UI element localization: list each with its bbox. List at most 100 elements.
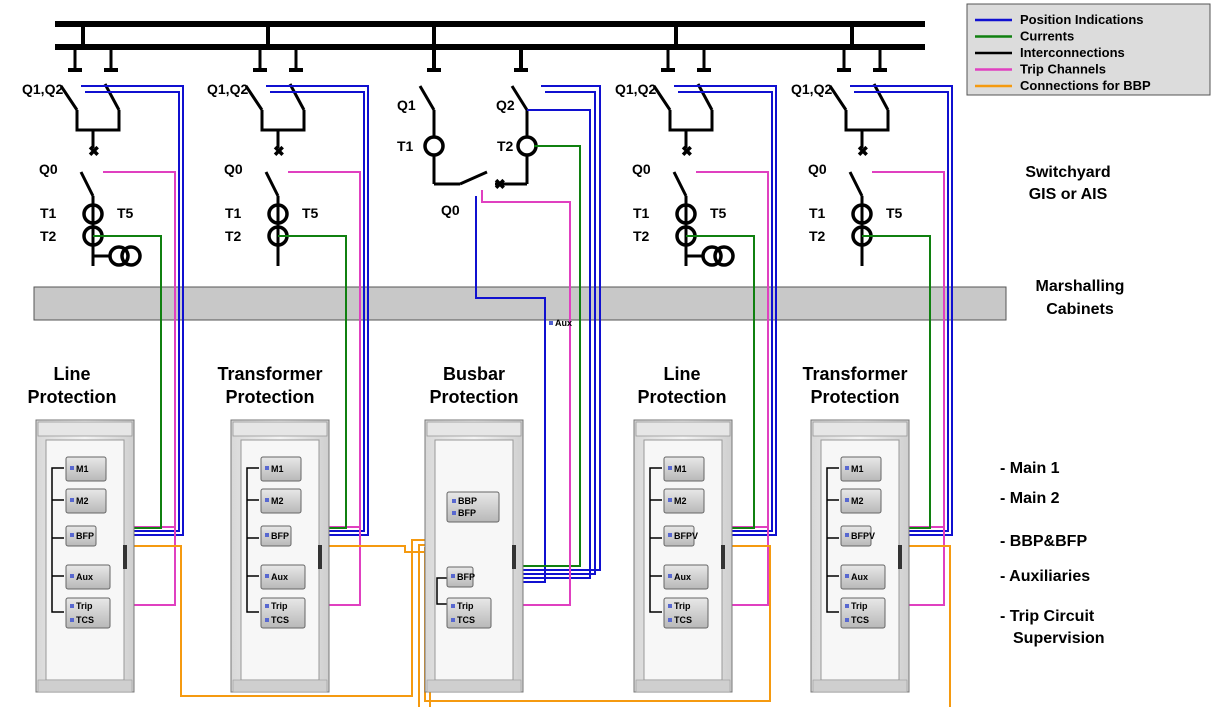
cabinet-title-2: Protection: [810, 387, 899, 407]
device-label: M1: [674, 464, 687, 474]
disconnector-q1-blade: [59, 85, 79, 111]
position-wire: [81, 85, 184, 536]
device-led: [70, 466, 74, 470]
trip-wire: [468, 190, 571, 606]
device-led: [70, 533, 74, 537]
bays-group: ✖Q1,Q2Q0T1T2T5✖Q1,Q2Q0T1T2T5✖Q1,Q2Q0T1T2…: [22, 24, 903, 267]
position-wire: [450, 85, 601, 571]
device-label: BFPV: [674, 531, 698, 541]
cabinet-title-2: Protection: [225, 387, 314, 407]
device-frame: [663, 488, 705, 514]
ct-t2-label: T2: [809, 228, 826, 244]
device-led: [265, 574, 269, 578]
ct-t1-label: T1: [225, 205, 242, 221]
cabinet-handle: [721, 545, 725, 569]
device-bfpv: BFPV: [663, 525, 698, 547]
device-frame: [840, 456, 882, 482]
ct-t1: [851, 203, 873, 225]
interconnection-bracket: [246, 467, 259, 613]
disconnector-q2-blade: [696, 83, 714, 111]
device-label: M1: [76, 464, 89, 474]
breaker-mark: ✖: [273, 143, 285, 159]
device-led: [668, 533, 672, 537]
circuit-breaker-q0: [264, 171, 280, 197]
device-led: [265, 618, 269, 622]
device-bfp: BFP: [260, 525, 292, 547]
device-led: [70, 618, 74, 622]
device-frame: [663, 564, 709, 590]
cabinet-title-1: Line: [53, 364, 90, 384]
device-frame: [840, 488, 882, 514]
ct-t5-label: T5: [710, 205, 727, 221]
ct-t2-label: T2: [40, 228, 57, 244]
cabinet-door-frame: [434, 439, 514, 681]
breaker-label: Q0: [224, 161, 243, 177]
device-led: [451, 604, 455, 608]
device-bfp: BFP: [65, 525, 97, 547]
device-label: M2: [76, 496, 89, 506]
disconnector-q1-blade: [652, 85, 672, 111]
device-led: [845, 574, 849, 578]
device-led: [845, 466, 849, 470]
cabinet-title-2: Protection: [429, 387, 518, 407]
device-led: [265, 604, 269, 608]
bbp-unit-frame: [446, 491, 500, 523]
device-label: BFP: [271, 531, 289, 541]
device-m2: M2: [663, 488, 705, 514]
cabinet-top: [232, 421, 328, 437]
ct-t2-label: T2: [497, 138, 514, 154]
device-led: [265, 466, 269, 470]
device-led: [451, 574, 455, 578]
cabinet-title-1: Transformer: [802, 364, 907, 384]
cabinet-plinth: [426, 679, 522, 693]
device-label: M1: [271, 464, 284, 474]
cabinet-title-2: Protection: [637, 387, 726, 407]
device-led: [70, 498, 74, 502]
cabinet-handle: [898, 545, 902, 569]
device-led: [452, 511, 456, 515]
cabinet-handle: [123, 545, 127, 569]
device-trip: Trip: [446, 597, 492, 629]
circuit-breaker-q0: [848, 171, 864, 197]
device-label: Trip: [271, 601, 288, 611]
ct-t5-label: T5: [117, 205, 134, 221]
interconnection-bracket: [51, 467, 64, 613]
device-led: [668, 498, 672, 502]
device-frame: [663, 525, 695, 547]
bbp-wire: [96, 539, 448, 697]
switch-q1-label: Q1: [397, 97, 416, 113]
cabinet-title-1: Busbar: [443, 364, 505, 384]
disconnector-q2-blade: [872, 83, 890, 111]
breaker-label: Q0: [441, 202, 460, 218]
device-label: Trip: [674, 601, 691, 611]
switchyard-sub-label: GIS or AIS: [1029, 186, 1108, 203]
device-led: [668, 618, 672, 622]
disconnector-q1-blade: [418, 85, 436, 111]
cabinet-top: [635, 421, 731, 437]
ct-t2: [516, 135, 538, 157]
switch-label: Q1,Q2: [22, 81, 63, 97]
device-label: M1: [851, 464, 864, 474]
device-label: BFPV: [851, 531, 875, 541]
cabinet-title-2: Protection: [27, 387, 116, 407]
function-bbp-bfp: - BBP&BFP: [1000, 533, 1087, 550]
device-label: Trip: [851, 601, 868, 611]
device-label: Aux: [674, 572, 691, 582]
vt-coil-2: [713, 245, 735, 267]
breaker-label: Q0: [808, 161, 827, 177]
device-led: [845, 618, 849, 622]
device-frame: [663, 597, 709, 629]
function-supervision: Supervision: [1013, 630, 1105, 647]
cabinet-top: [812, 421, 908, 437]
switchyard-label: Switchyard: [1025, 164, 1110, 181]
device-led: [265, 533, 269, 537]
device-led: [70, 604, 74, 608]
cabinet-top: [37, 421, 133, 437]
device-led: [70, 574, 74, 578]
device-label: TCS: [674, 615, 692, 625]
